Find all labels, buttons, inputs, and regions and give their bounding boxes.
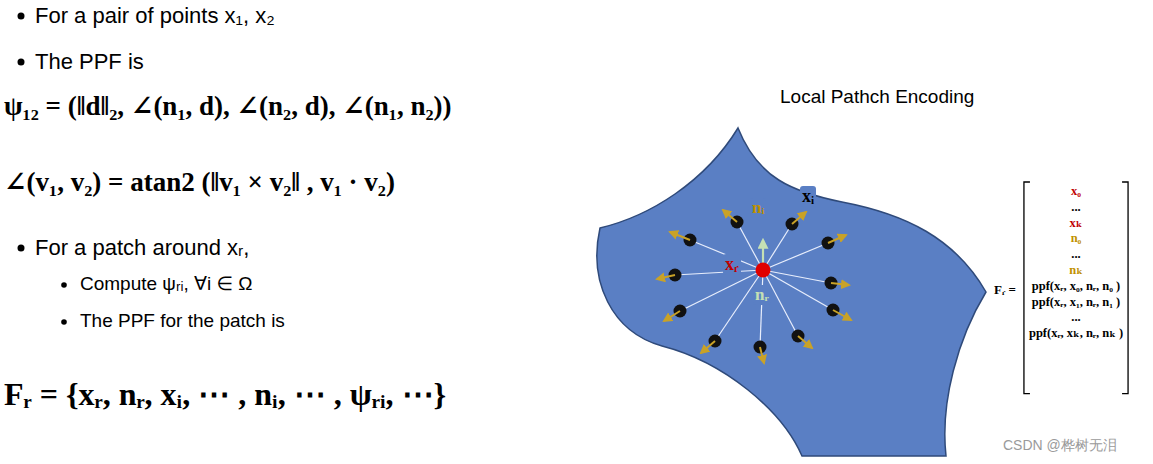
surface-illustration: [585, 82, 1005, 460]
normal-arrow: [760, 347, 764, 363]
figure-title: Local Pathch Encoding: [780, 86, 974, 108]
matrix-entry: ppf(xᵣ, xₖ, nᵣ, nₖ ): [1029, 326, 1123, 340]
point-label: nᵣ: [753, 285, 771, 305]
matrix-entry: x₀: [1071, 184, 1081, 198]
normal-arrow: [792, 212, 806, 224]
normal-arrow: [657, 275, 675, 279]
surface-shape: [597, 128, 986, 456]
bullet-dot: [18, 59, 25, 66]
matrix-bracket: [1024, 182, 1030, 394]
bullet-text: The PPF is: [35, 49, 144, 74]
neighbor-link: [675, 270, 763, 275]
watermark: CSDN @桦树无泪: [1003, 437, 1117, 453]
neighbor-link: [680, 270, 763, 311]
neighbor-link: [760, 270, 763, 347]
matrix-entry: ...: [1071, 247, 1080, 261]
point-label: xᵣ: [723, 254, 741, 275]
matrix-entry: n₀: [1071, 231, 1082, 245]
sub-bullet-dot: [61, 282, 67, 288]
sub-bullet-text: The PPF for the patch is: [80, 310, 285, 332]
matrix-entry: ...: [1071, 200, 1080, 214]
normal-arrow: [701, 341, 715, 353]
point-label: xᵢ: [800, 186, 816, 207]
normal-arrow: [670, 232, 690, 240]
bullet-text: For a pair of points x₁, x₂: [35, 3, 275, 28]
matrix-entry: ppf(xᵣ, x₀, nᵣ, n₀ ): [1032, 279, 1121, 293]
matrix-entry: xₖ: [1070, 216, 1083, 230]
neighbor-link: [763, 243, 828, 270]
matrix-bracket: [1122, 182, 1128, 394]
bullet-text: For a patch around xᵣ,: [35, 235, 249, 260]
normal-arrow: [664, 311, 680, 321]
bullet-dot: [18, 13, 25, 20]
matrix-entry: ...: [1071, 310, 1080, 324]
neighbor-link: [715, 270, 763, 341]
point-label: nᵢ: [750, 198, 766, 218]
matrix-entry: nₖ: [1069, 263, 1083, 277]
normal-arrow: [828, 235, 846, 243]
normal-arrow: [798, 336, 812, 348]
normal-arrow: [723, 210, 737, 222]
sub-bullet-dot: [61, 319, 67, 325]
normal-arrow: [831, 283, 849, 285]
bullet-dot: [18, 245, 25, 252]
reference-point: [756, 263, 771, 278]
normal-arrow: [833, 310, 851, 320]
matrix-entry: ppf(xᵣ, x₁, nᵣ, n₁ ): [1032, 295, 1121, 309]
neighbor-link: [763, 224, 792, 270]
surface-patch: Local Pathch Encoding xᵢ nᵢ xᵣnᵣ: [585, 82, 1005, 460]
formula: ∠(v₁, v₂) = atan2 (‖v₁ × v₂‖ , v₁ · v₂): [4, 167, 395, 198]
formula: ψ₁₂ = (‖d‖₂, ∠(n₁, d), ∠(n₂, d), ∠(n₁, n…: [4, 91, 452, 122]
sub-bullet-text: Compute ψᵣᵢ, ∀i ∈ Ω: [80, 273, 253, 295]
formula: Fᵣ = {xᵣ, nᵣ, xᵢ, ⋯ , nᵢ, ⋯ , ψᵣᵢ, ⋯}: [4, 376, 446, 413]
matrix-name: Fᵣ =: [994, 283, 1016, 298]
neighbor-link: [737, 222, 763, 270]
